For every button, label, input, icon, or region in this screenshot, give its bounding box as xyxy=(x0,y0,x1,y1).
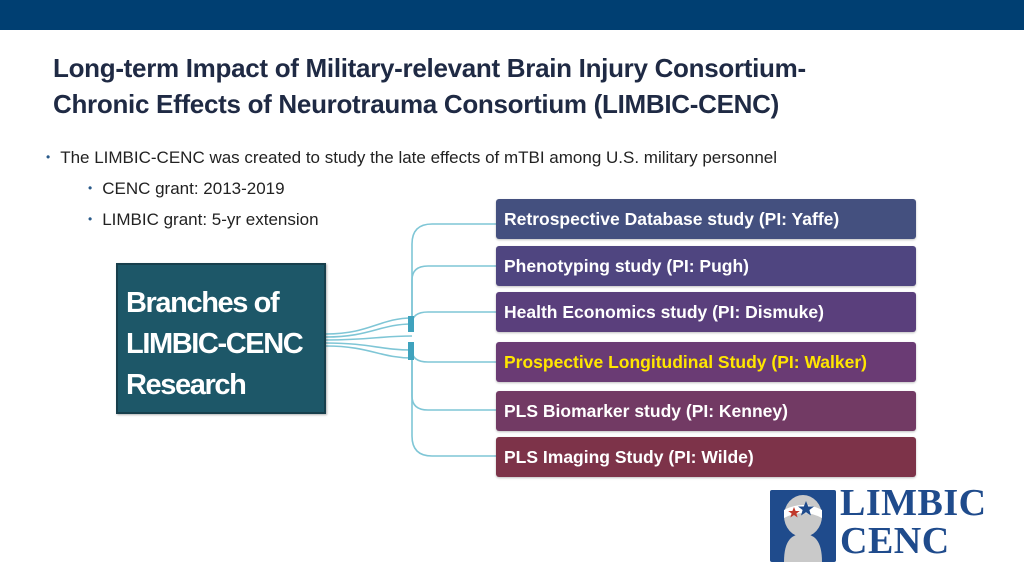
connector-fan-line xyxy=(325,345,413,359)
study-label: Prospective Longitudinal Study (PI: Walk… xyxy=(504,351,868,372)
connector-branch-line xyxy=(411,223,496,318)
bullet-dot-icon: • xyxy=(46,150,51,164)
header-bar xyxy=(0,0,1024,30)
branches-line-1: Branches of xyxy=(126,287,280,319)
study-label: Phenotyping study (PI: Pugh) xyxy=(504,255,749,276)
connector-branch-line xyxy=(411,358,496,457)
connector-branch-line xyxy=(411,311,496,325)
study-label: PLS Biomarker study (PI: Kenney) xyxy=(504,400,788,421)
study-box-pls-imaging: PLS Imaging Study (PI: Wilde) xyxy=(496,437,916,477)
branches-line-2: LIMBIC-CENC xyxy=(126,328,304,360)
branches-title: Branches of LIMBIC-CENC Research xyxy=(126,283,321,406)
study-box-prospective-longitudinal: Prospective Longitudinal Study (PI: Walk… xyxy=(496,342,916,382)
bullet-sub-2-text: LIMBIC grant: 5-yr extension xyxy=(102,210,319,229)
slide-title: Long-term Impact of Military-relevant Br… xyxy=(53,50,953,122)
logo-line-2: CENC xyxy=(840,520,950,562)
bullet-sub-1: • CENC grant: 2013-2019 xyxy=(46,173,777,204)
study-label: Retrospective Database study (PI: Yaffe) xyxy=(504,208,840,229)
branches-box: Branches of LIMBIC-CENC Research xyxy=(116,263,326,414)
connector-fan-line xyxy=(325,317,413,335)
bullet-dot-icon: • xyxy=(88,181,93,195)
study-label: Health Economics study (PI: Dismuke) xyxy=(504,301,824,322)
study-box-health-economics: Health Economics study (PI: Dismuke) xyxy=(496,292,916,332)
bullet-main: • The LIMBIC-CENC was created to study th… xyxy=(46,142,777,173)
connector-fan-line xyxy=(325,323,413,338)
logo-shoulders xyxy=(784,534,822,562)
connector-fan-line xyxy=(325,342,413,351)
connector-node xyxy=(408,316,414,332)
bullet-sub-1-text: CENC grant: 2013-2019 xyxy=(102,179,285,198)
connector-fan-line xyxy=(325,335,413,341)
connector-branch-line xyxy=(411,358,496,411)
connector-branch-line xyxy=(411,265,496,318)
logo-line-1: LIMBIC xyxy=(840,482,987,524)
bullet-dot-icon: • xyxy=(88,212,93,226)
limbic-cenc-logo xyxy=(770,490,836,562)
title-line-2: Chronic Effects of Neurotrauma Consortiu… xyxy=(53,89,779,119)
connector-node xyxy=(408,342,414,360)
bullet-list: • The LIMBIC-CENC was created to study th… xyxy=(46,142,777,235)
logo-star-icon xyxy=(788,507,800,518)
study-box-phenotyping: Phenotyping study (PI: Pugh) xyxy=(496,246,916,286)
branches-line-3: Research xyxy=(126,369,247,401)
logo-wordmark: LIMBIC CENC xyxy=(840,484,987,560)
study-box-pls-biomarker: PLS Biomarker study (PI: Kenney) xyxy=(496,391,916,431)
bullet-main-text: The LIMBIC-CENC was created to study the… xyxy=(60,148,778,167)
study-box-retrospective: Retrospective Database study (PI: Yaffe) xyxy=(496,199,916,239)
title-line-1: Long-term Impact of Military-relevant Br… xyxy=(53,53,806,83)
bullet-sub-2: • LIMBIC grant: 5-yr extension xyxy=(46,204,777,235)
connector-branch-line xyxy=(411,349,496,363)
study-label: PLS Imaging Study (PI: Wilde) xyxy=(504,446,754,467)
logo-star-icon xyxy=(798,501,814,516)
logo-head-icon xyxy=(784,495,822,537)
